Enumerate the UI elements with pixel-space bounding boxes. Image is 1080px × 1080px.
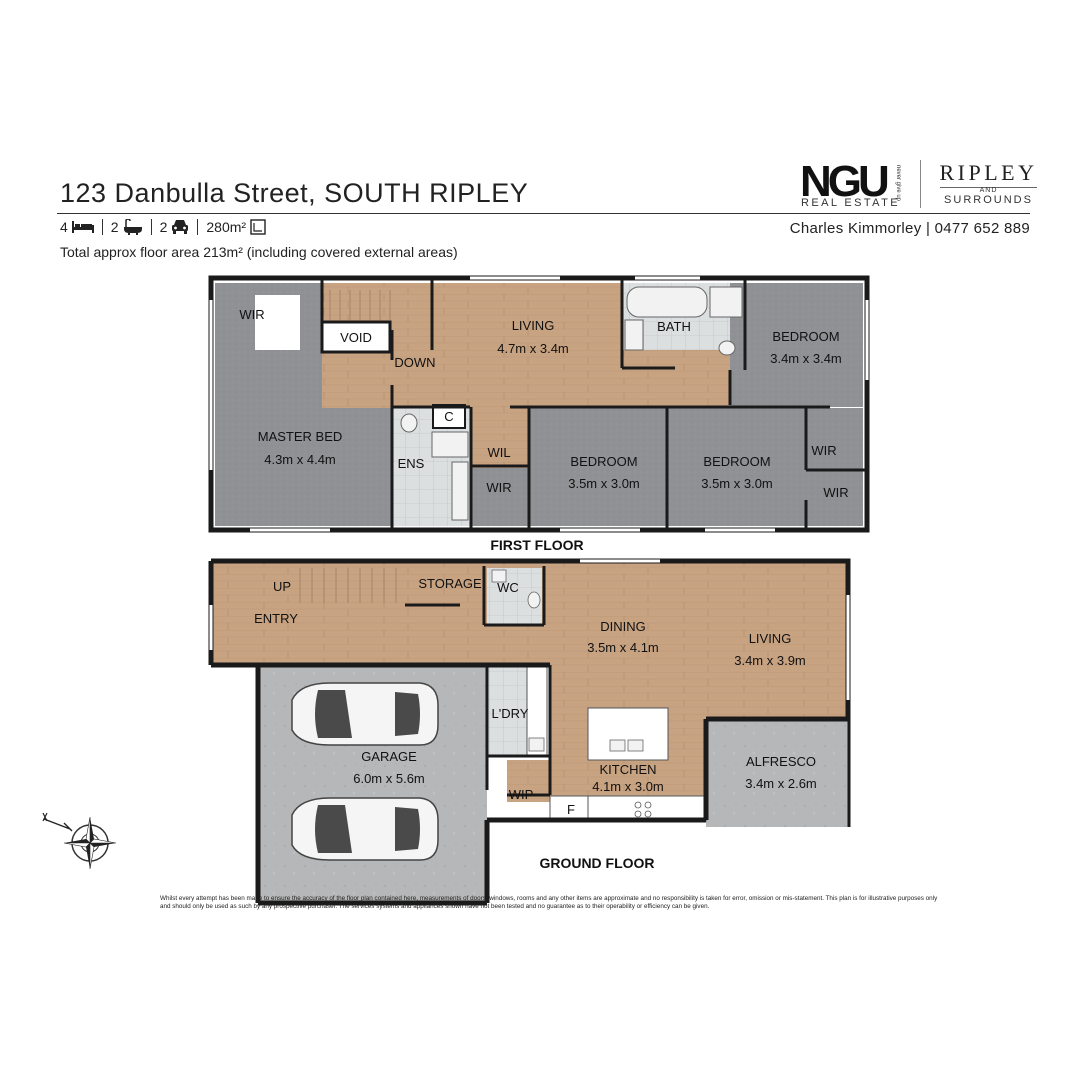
garage-car-top <box>291 682 439 746</box>
label-wip: WIP <box>509 787 534 802</box>
ripley-rule <box>940 187 1037 188</box>
land-icon <box>250 219 266 235</box>
label-fridge: F <box>567 802 575 817</box>
property-address: 123 Danbulla Street, SOUTH RIPLEY <box>60 178 529 208</box>
label-cupboard: C <box>444 409 453 424</box>
logo-divider <box>920 160 921 208</box>
label-dining: DINING <box>600 619 646 634</box>
label-wir-a: WIR <box>486 480 511 495</box>
label-bath: BATH <box>657 319 691 334</box>
label-bedroom-2: BEDROOM <box>570 454 637 469</box>
bedroom-2-floor <box>530 408 666 526</box>
spec-separator <box>101 219 103 235</box>
land-size: 280m² <box>206 219 247 235</box>
header-divider <box>57 213 1030 214</box>
dims-bedroom-ne: 3.4m x 3.4m <box>770 351 842 366</box>
ripley-and: AND <box>979 187 998 194</box>
spec-separator <box>197 219 199 235</box>
label-ground-floor: GROUND FLOOR <box>539 855 654 871</box>
label-laundry: L'DRY <box>492 706 529 721</box>
bed-icon <box>71 221 94 233</box>
label-garage: GARAGE <box>361 749 417 764</box>
dims-ground-living: 3.4m x 3.9m <box>734 653 806 668</box>
label-ground-living: LIVING <box>749 631 792 646</box>
first-floor: WIR VOID DOWN LIVING 4.7m x 3.4m BATH BE… <box>208 275 870 553</box>
dims-bedroom-3: 3.5m x 3.0m <box>701 476 773 491</box>
beds-count: 4 <box>60 219 68 235</box>
label-alfresco: ALFRESCO <box>746 754 816 769</box>
compass-icon <box>42 812 117 870</box>
label-wil: WIL <box>487 445 510 460</box>
label-first-living: LIVING <box>512 318 555 333</box>
label-bedroom-ne: BEDROOM <box>772 329 839 344</box>
dims-garage: 6.0m x 5.6m <box>353 771 425 786</box>
label-storage: STORAGE <box>418 576 482 591</box>
dims-first-living: 4.7m x 3.4m <box>497 341 569 356</box>
label-void: VOID <box>340 330 372 345</box>
ripley-subtitle: SURROUNDS <box>944 194 1033 206</box>
label-bedroom-3: BEDROOM <box>703 454 770 469</box>
label-wc: WC <box>497 580 519 595</box>
bath-icon <box>123 219 142 235</box>
cars-count: 2 <box>159 219 168 235</box>
ngu-wordmark: NGU <box>800 157 890 206</box>
label-wir-b: WIR <box>811 443 836 458</box>
dims-bedroom-2: 3.5m x 3.0m <box>568 476 640 491</box>
dims-alfresco: 3.4m x 2.6m <box>745 776 817 791</box>
ngu-tagline: never give up <box>895 165 901 202</box>
ripley-logo: RIPLEY AND SURROUNDS <box>936 160 1041 206</box>
alfresco-floor <box>706 719 849 827</box>
label-down: DOWN <box>394 355 435 370</box>
property-specs: 4 2 2 280m² <box>60 219 266 235</box>
label-wir-master: WIR <box>239 307 264 322</box>
label-up: UP <box>273 579 291 594</box>
label-wir-c: WIR <box>823 485 848 500</box>
car-icon <box>172 220 189 234</box>
bedroom-ne-floor <box>730 283 863 407</box>
label-master-bed: MASTER BED <box>258 429 343 444</box>
label-entry: ENTRY <box>254 611 298 626</box>
label-first-floor: FIRST FLOOR <box>490 537 583 553</box>
ngu-subtitle: REAL ESTATE <box>801 197 900 209</box>
garage-car-bottom <box>291 797 439 861</box>
bedroom-3-floor <box>668 408 806 526</box>
dims-dining: 3.5m x 4.1m <box>587 640 659 655</box>
baths-count: 2 <box>110 219 119 235</box>
label-ensuite: ENS <box>398 456 425 471</box>
agent-contact: Charles Kimmorley | 0477 652 889 <box>789 220 1030 237</box>
ripley-wordmark: RIPLEY <box>939 160 1038 185</box>
dims-master-bed: 4.3m x 4.4m <box>264 452 336 467</box>
ground-floor: UP STORAGE WC ENTRY DINING 3.5m x 4.1m L… <box>208 558 851 906</box>
spec-separator <box>150 219 152 235</box>
ngu-logo: NGU REAL ESTATE never give up <box>800 160 910 210</box>
disclaimer: Whilst every attempt has been made to en… <box>160 895 938 910</box>
dims-kitchen: 4.1m x 3.0m <box>592 779 664 794</box>
floor-area-note: Total approx floor area 213m² (including… <box>60 244 458 260</box>
label-kitchen: KITCHEN <box>599 762 656 777</box>
